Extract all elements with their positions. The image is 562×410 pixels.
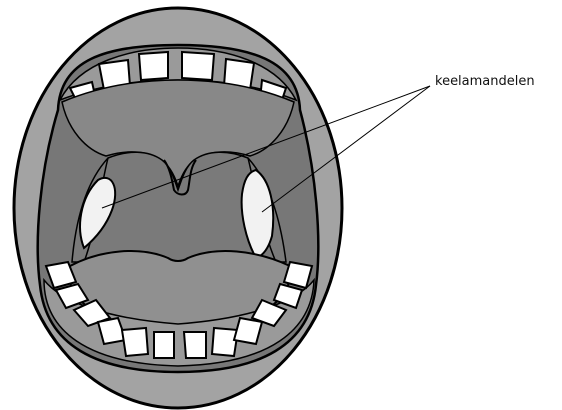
tonsils-label: keelamandelen: [435, 74, 535, 90]
lower-tooth: [212, 328, 238, 356]
lower-tooth: [284, 262, 312, 288]
lower-tooth: [234, 318, 262, 344]
upper-tooth: [182, 52, 214, 80]
lower-tooth: [154, 332, 174, 358]
lower-tooth: [122, 328, 148, 356]
lower-tooth: [184, 332, 206, 358]
upper-tooth: [139, 52, 168, 80]
